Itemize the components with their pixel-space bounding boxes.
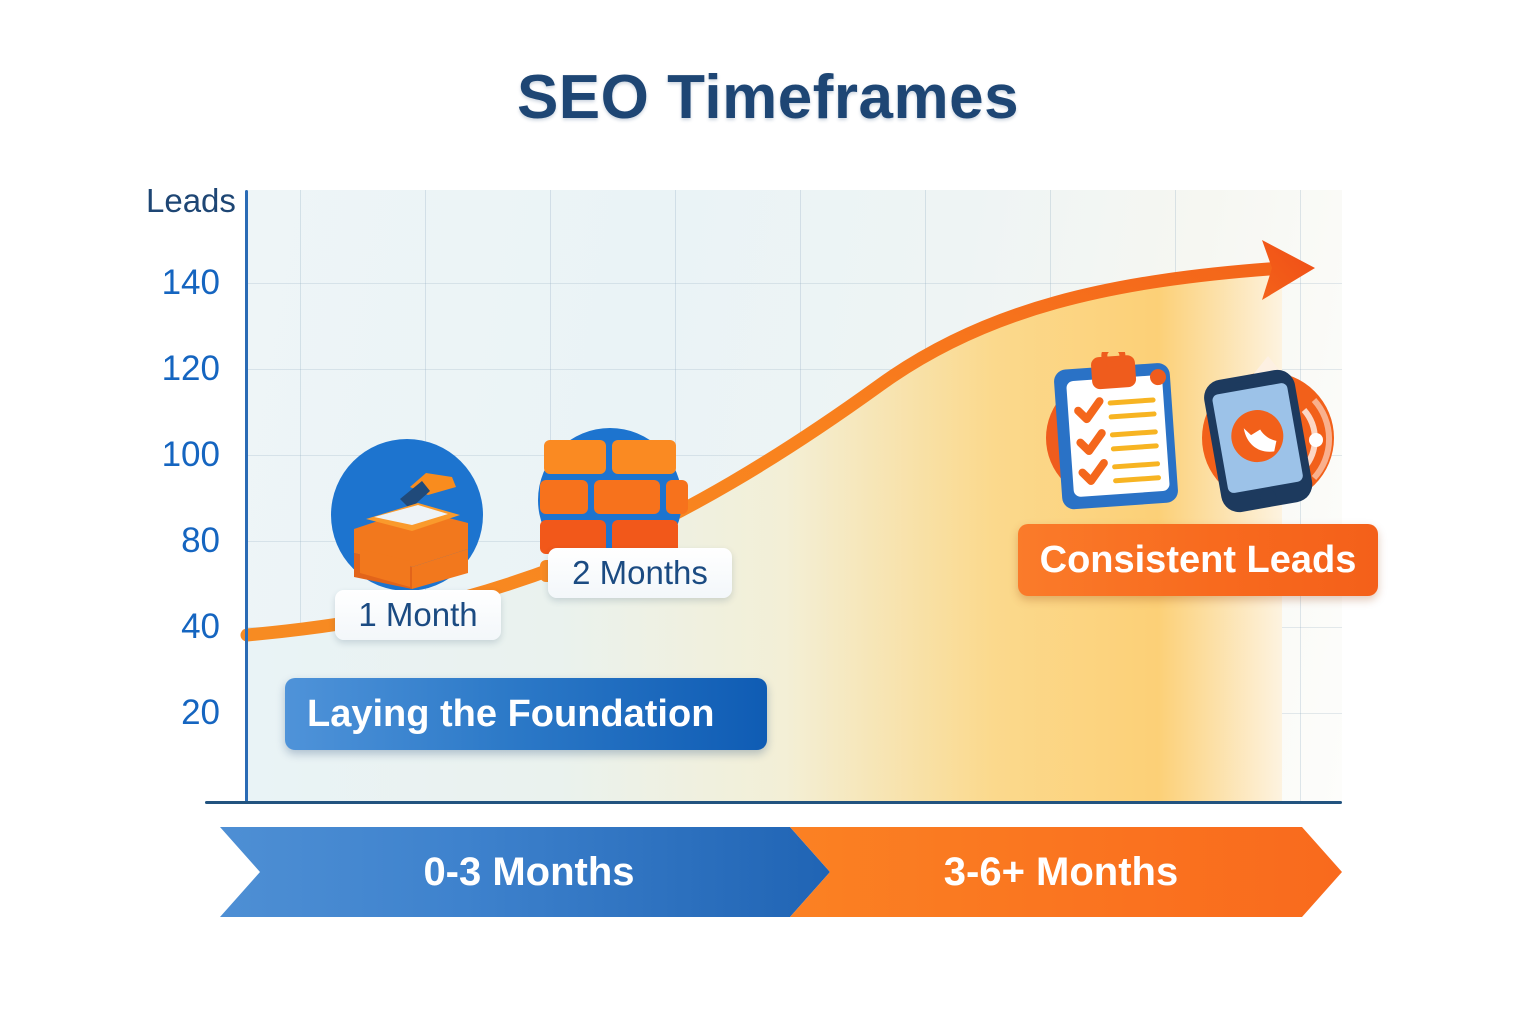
y-tick-140: 140 [161,263,220,302]
timeline-segment-0-3-months[interactable]: 0-3 Months [220,827,830,917]
y-tick-20: 20 [181,693,220,732]
timeline-segment-3-6-months[interactable]: 3-6+ Months [790,827,1342,917]
gridline-vertical [925,190,926,803]
y-axis-title: Leads [146,182,236,219]
y-tick-40: 40 [181,607,220,646]
callout-one-month[interactable]: 1 Month [335,590,501,640]
banner-consistent-leads[interactable]: Consistent Leads [1018,524,1378,596]
callout-two-months[interactable]: 2 Months [548,548,732,598]
timeline-segment-0-3-months-label: 0-3 Months [423,849,635,894]
y-tick-80: 80 [181,521,220,560]
y-tick-120: 120 [161,349,220,388]
gridline-vertical [800,190,801,803]
y-axis-line [245,190,248,804]
gridline-horizontal [246,283,1342,284]
page-title: SEO Timeframes [516,63,1020,132]
clipboard-checklist-icon [1042,344,1194,517]
trowel-bricks-icon [326,437,488,599]
x-axis-line [205,801,1342,804]
timeline-segment-3-6-months-label: 3-6+ Months [943,849,1179,894]
smartphone-call-icon [1192,348,1344,513]
y-tick-100: 100 [161,435,220,474]
banner-laying-the-foundation[interactable]: Laying the Foundation [285,678,767,750]
timeline-bar: 0-3 Months 3-6+ Months [220,827,1342,917]
